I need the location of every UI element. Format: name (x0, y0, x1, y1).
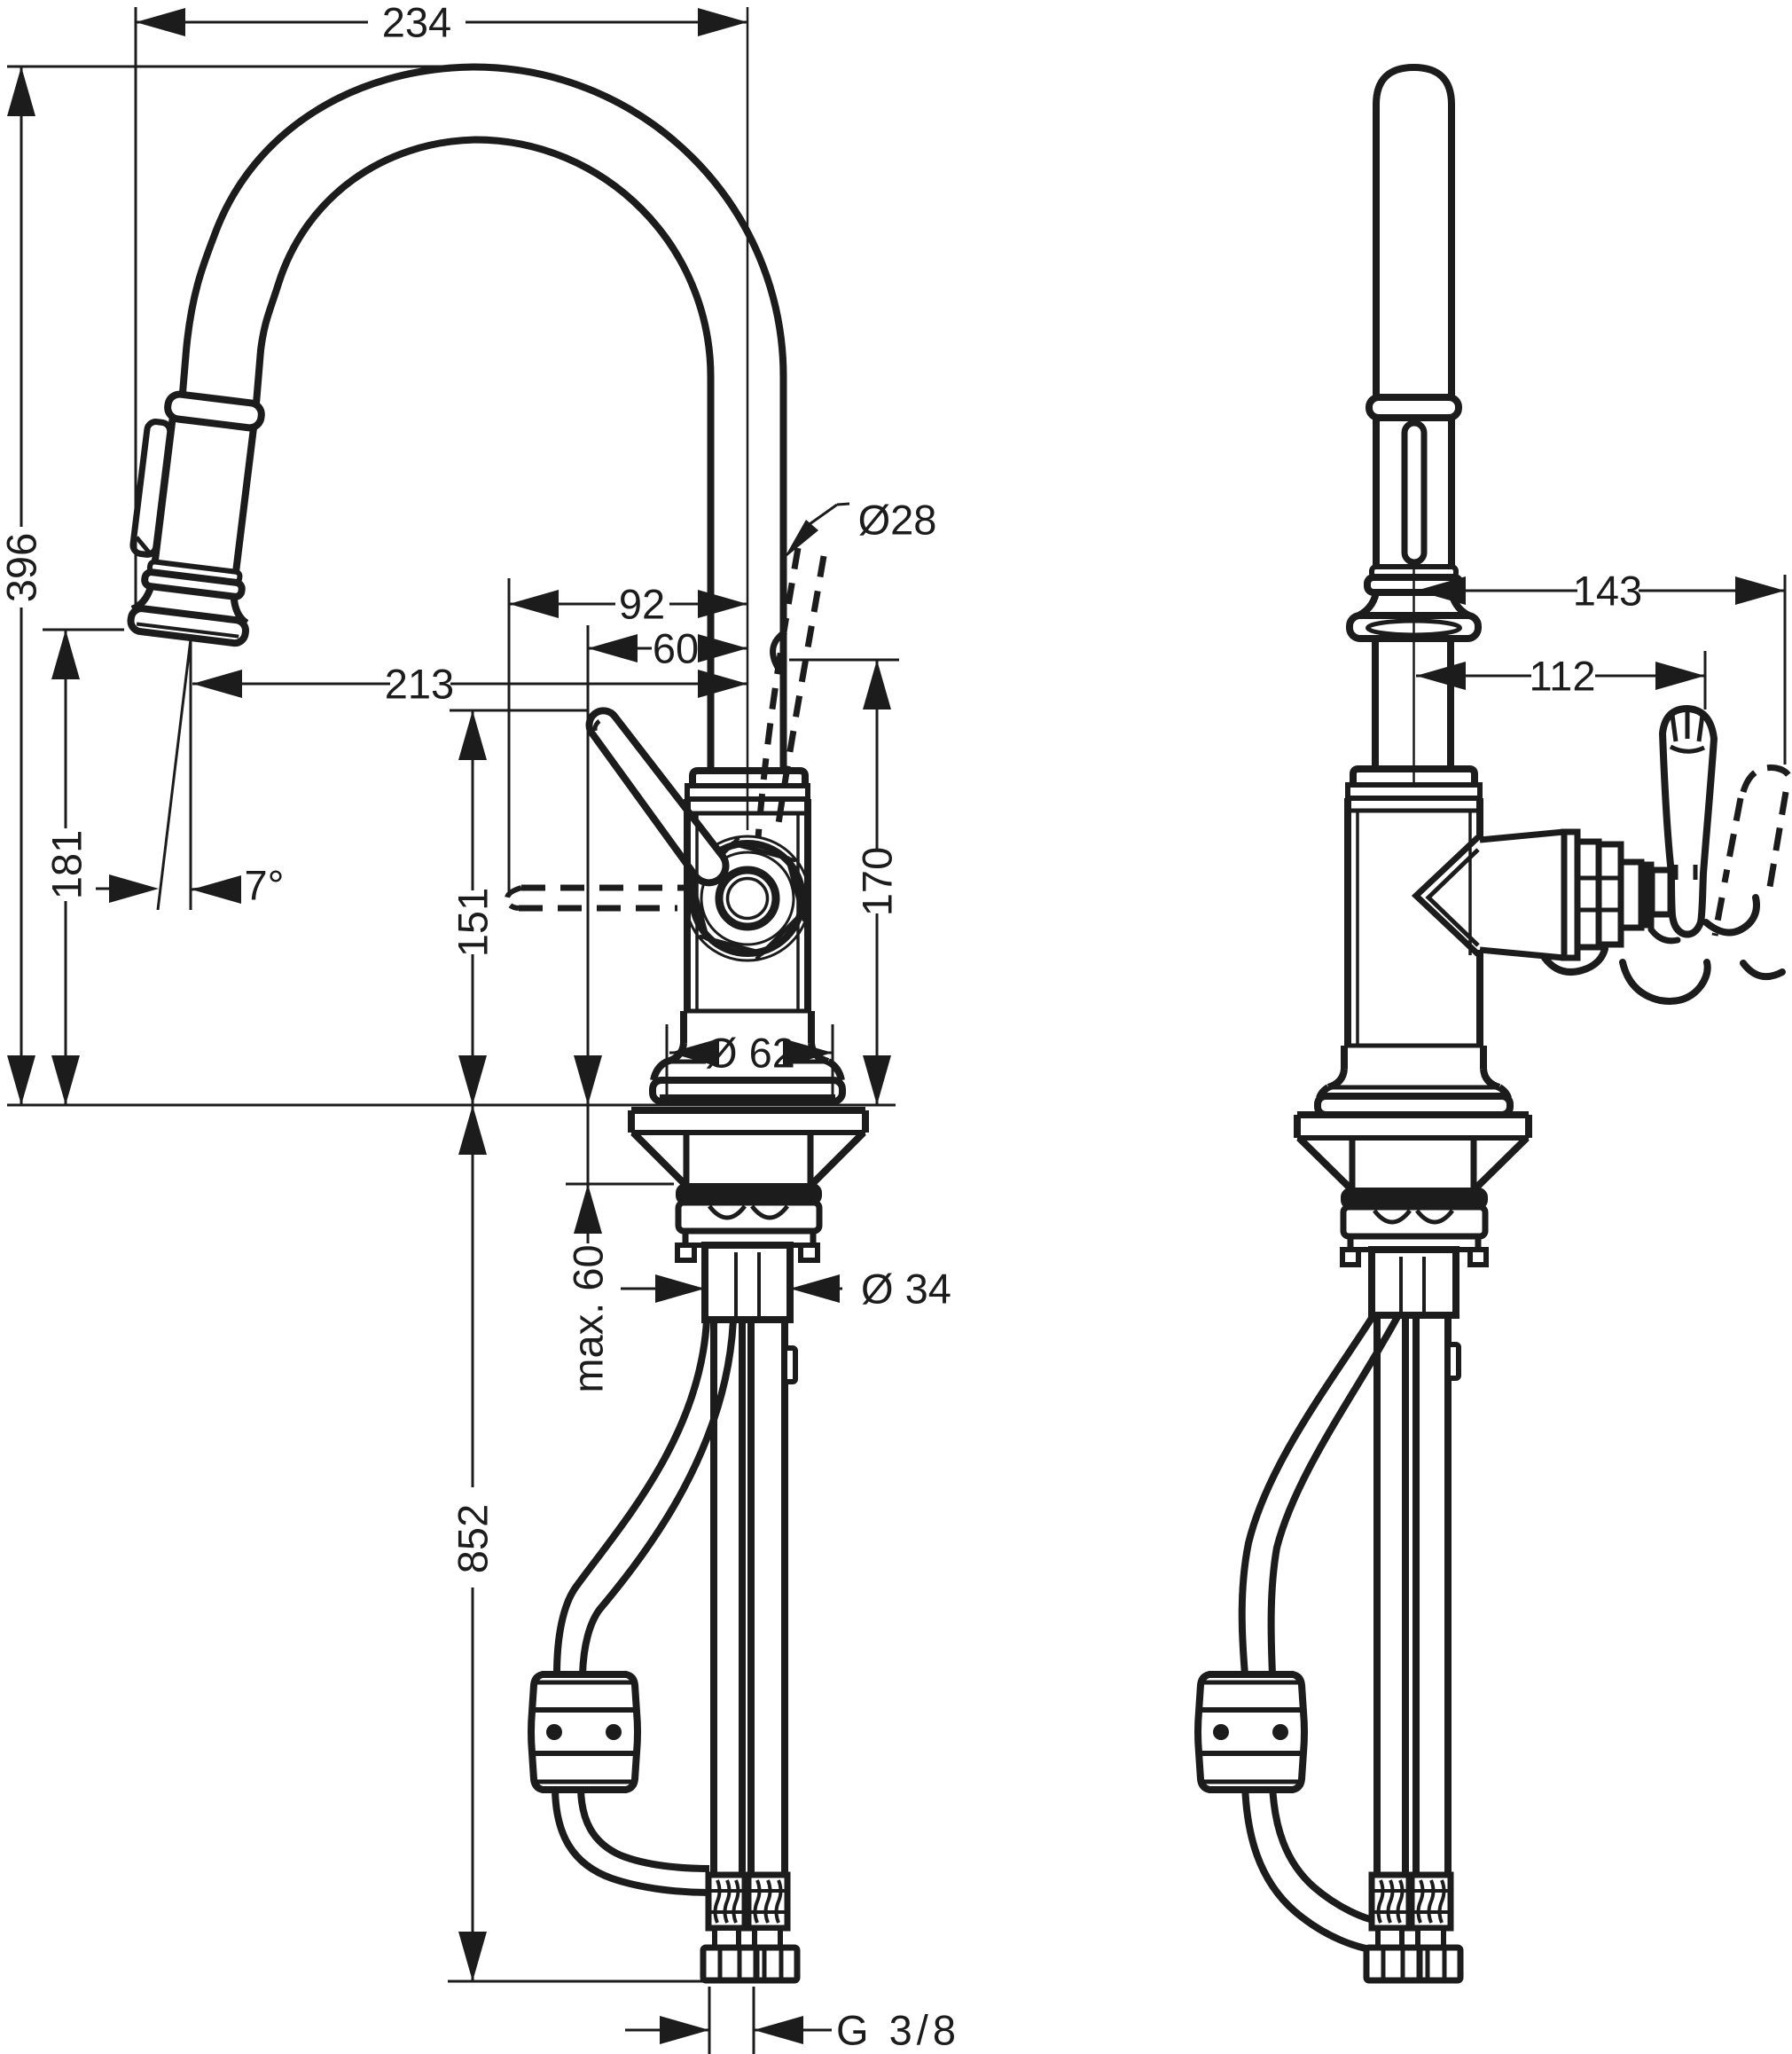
svg-text:181: 181 (43, 830, 90, 899)
svg-text:max. 60: max. 60 (564, 1244, 611, 1392)
svg-text:852: 852 (449, 1504, 496, 1573)
svg-text:213: 213 (385, 660, 454, 707)
svg-text:170: 170 (853, 847, 900, 916)
svg-text:92: 92 (619, 580, 665, 627)
svg-text:G 3/8: G 3/8 (836, 2006, 960, 2053)
svg-text:7°: 7° (245, 861, 285, 908)
svg-text:112: 112 (1530, 652, 1596, 699)
svg-text:234: 234 (382, 0, 451, 45)
svg-text:Ø 34: Ø 34 (861, 1265, 951, 1312)
svg-text:60: 60 (653, 624, 699, 671)
svg-text:151: 151 (449, 888, 496, 957)
svg-text:396: 396 (0, 533, 44, 602)
svg-text:Ø28: Ø28 (858, 496, 937, 543)
svg-text:Ø 62: Ø 62 (705, 1029, 795, 1076)
svg-text:143: 143 (1573, 567, 1642, 614)
